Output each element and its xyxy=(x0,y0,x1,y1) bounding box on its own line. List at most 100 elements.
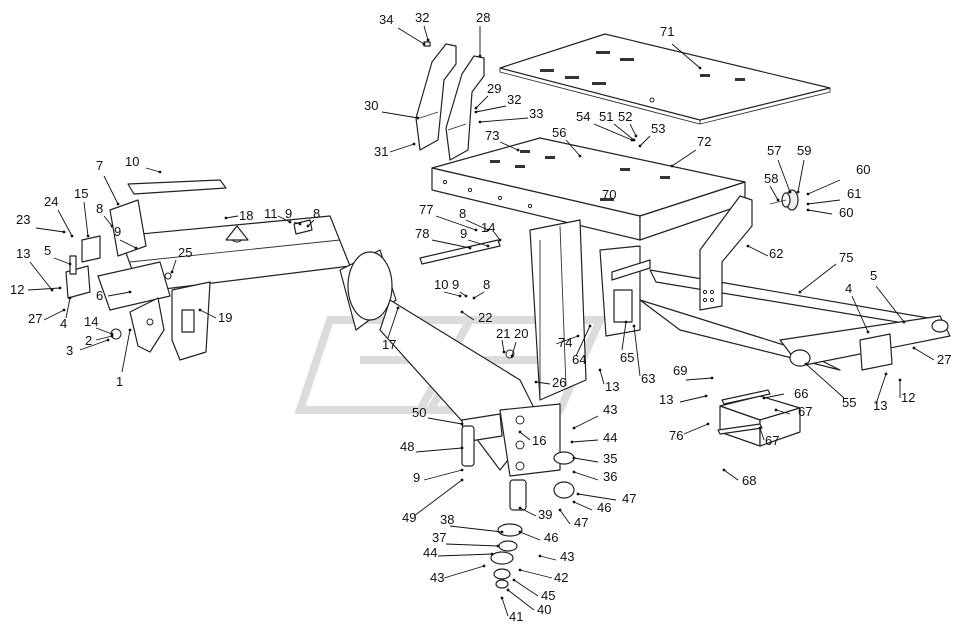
leader-line xyxy=(119,239,137,249)
callout-label-13: 13 xyxy=(605,379,619,394)
leader-endpoint xyxy=(806,208,810,212)
leader-line xyxy=(519,531,541,541)
callout-label-20: 20 xyxy=(514,326,528,341)
leader-endpoint xyxy=(460,478,464,482)
leader-line xyxy=(671,149,697,167)
leader-endpoint xyxy=(490,552,494,556)
leader-endpoint xyxy=(460,446,464,450)
leader-endpoint xyxy=(798,290,802,294)
callout-label-12: 12 xyxy=(10,282,24,297)
leader-endpoint xyxy=(576,334,580,338)
leader-endpoint xyxy=(704,394,708,398)
leader-line xyxy=(769,185,779,201)
leader-endpoint xyxy=(500,596,504,600)
callout-label-49: 49 xyxy=(402,510,416,525)
callout-label-55: 55 xyxy=(842,395,856,410)
leader-line xyxy=(65,297,71,319)
leader-endpoint xyxy=(472,296,476,300)
leader-endpoint xyxy=(746,244,750,248)
callout-label-9: 9 xyxy=(460,226,467,241)
leader-endpoint xyxy=(912,346,916,350)
leader-line xyxy=(427,417,463,425)
leader-line xyxy=(573,415,599,429)
leader-endpoint xyxy=(70,234,74,238)
leader-endpoint xyxy=(198,308,202,312)
leader-endpoint xyxy=(758,426,762,430)
callout-label-8: 8 xyxy=(96,201,103,216)
callout-label-12: 12 xyxy=(901,390,915,405)
callout-label-29: 29 xyxy=(487,81,501,96)
battery-box: 70 xyxy=(431,137,746,241)
leader-endpoint xyxy=(632,324,636,328)
leader-endpoint xyxy=(722,468,726,472)
leader-endpoint xyxy=(474,106,478,110)
callout-label-38: 38 xyxy=(440,512,454,527)
leader-line xyxy=(539,555,557,561)
leader-endpoint xyxy=(510,354,514,358)
callout-label-9: 9 xyxy=(413,470,420,485)
callout-label-73: 73 xyxy=(485,128,499,143)
leader-endpoint xyxy=(86,234,90,238)
callout-label-75: 75 xyxy=(839,250,853,265)
callout-label-4: 4 xyxy=(845,281,852,296)
leader-endpoint xyxy=(58,286,62,290)
leader-line xyxy=(519,431,531,441)
callout-label-30: 30 xyxy=(364,98,378,113)
leader-line xyxy=(57,209,73,237)
leader-endpoint xyxy=(464,294,468,298)
leader-line xyxy=(501,597,509,617)
callout-label-57: 57 xyxy=(767,143,781,158)
callout-label-15: 15 xyxy=(74,186,88,201)
left-mount-plates xyxy=(65,235,101,299)
callout-label-31: 31 xyxy=(374,144,388,159)
top-cover-plate xyxy=(499,33,831,125)
callout-label-26: 26 xyxy=(552,375,566,390)
callout-label-67: 67 xyxy=(765,433,779,448)
leader-endpoint xyxy=(884,372,888,376)
leader-endpoint xyxy=(298,222,302,226)
leader-line xyxy=(501,339,505,353)
leader-endpoint xyxy=(572,470,576,474)
callout-label-8: 8 xyxy=(459,206,466,221)
callout-label-35: 35 xyxy=(603,451,617,466)
leader-endpoint xyxy=(902,320,906,324)
leader-endpoint xyxy=(468,246,472,250)
leader-line xyxy=(775,409,791,415)
leader-endpoint xyxy=(426,38,430,42)
callout-label-67: 67 xyxy=(798,404,812,419)
leader-line xyxy=(475,95,489,109)
callout-label-32: 32 xyxy=(507,92,521,107)
leader-line xyxy=(443,565,485,579)
leader-line xyxy=(799,263,837,293)
callout-label-47: 47 xyxy=(574,515,588,530)
leader-line xyxy=(387,307,399,339)
hub-assembly xyxy=(769,189,799,211)
leader-line xyxy=(599,369,605,385)
callout-label-40: 40 xyxy=(537,602,551,617)
leader-line xyxy=(577,493,617,501)
leader-endpoint xyxy=(576,492,580,496)
plate-marking: 70 xyxy=(602,187,616,202)
leader-endpoint xyxy=(422,42,426,46)
leader-line xyxy=(121,329,131,373)
leader-line xyxy=(875,285,905,323)
callout-label-71: 71 xyxy=(660,24,674,39)
callout-label-10: 10 xyxy=(434,277,448,292)
callout-label-60: 60 xyxy=(856,162,870,177)
leader-endpoint xyxy=(478,54,482,58)
leader-endpoint xyxy=(110,334,114,338)
leader-line xyxy=(277,215,291,223)
callout-label-28: 28 xyxy=(476,10,490,25)
leader-endpoint xyxy=(170,270,174,274)
leader-endpoint xyxy=(572,500,576,504)
callout-label-69: 69 xyxy=(673,363,687,378)
callout-label-5: 5 xyxy=(44,243,51,258)
callout-label-37: 37 xyxy=(432,530,446,545)
leader-endpoint xyxy=(110,224,114,228)
leader-endpoint xyxy=(534,380,538,384)
callout-label-3: 3 xyxy=(66,343,73,358)
leader-line xyxy=(499,141,519,151)
leader-endpoint xyxy=(776,198,780,202)
